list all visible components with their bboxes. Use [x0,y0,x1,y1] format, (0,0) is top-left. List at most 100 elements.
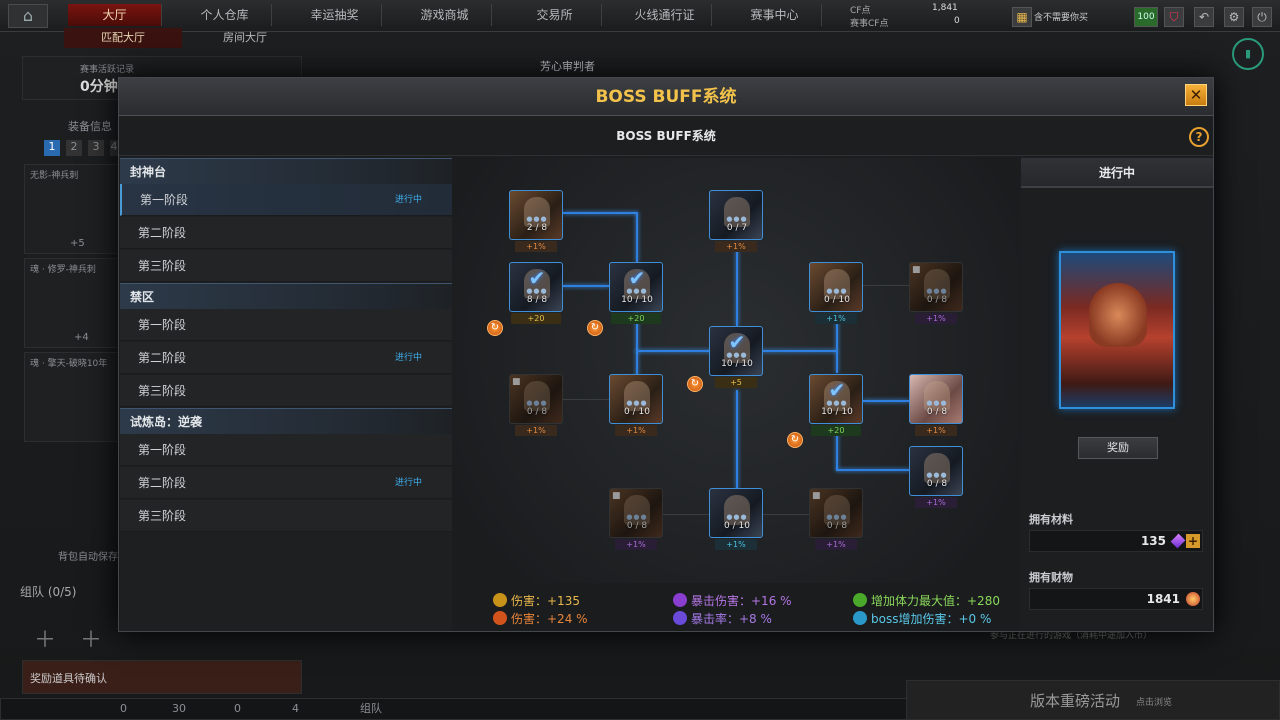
home-icon[interactable]: ⌂ [8,4,48,28]
page-3[interactable]: 3 [88,140,104,156]
buff-node[interactable]: ●●●0 / 10+1% [609,374,663,436]
stat-boss-damage-label: boss增加伤害：+0 % [871,612,992,626]
star-rating-icon: ●●● [826,399,848,407]
boss-icon [853,611,867,625]
buff-node[interactable]: ■●●●0 / 8+1% [909,262,963,324]
buff-node[interactable]: ●●●0 / 7+1% [709,190,763,252]
power-icon[interactable]: ⏻ [1252,7,1272,27]
buff-node[interactable]: ✔●●●10 / 10+20 [609,262,663,324]
buff-node[interactable]: ●●●2 / 8+1% [509,190,563,252]
auto-save-label[interactable]: 背包自动保存 [58,552,118,563]
reward-confirm-panel[interactable] [22,660,302,694]
notice-text[interactable]: 含不需要你买 [1034,13,1089,23]
boss-panel: 进行中 奖励 拥有材料 135 + 拥有财物 1841 [1021,158,1213,631]
stage-row[interactable]: 第三阶段 [120,250,452,282]
stage-status: 进行中 [394,353,422,363]
reset-icon[interactable]: ↻ [487,320,503,336]
tab-events[interactable]: 赛事中心 [728,4,822,26]
close-button[interactable]: ✕ [1185,84,1207,106]
tab-pass[interactable]: 火线通行证 [618,4,712,26]
soldier-figure [624,381,650,411]
node-portrait: ●●●0 / 10 [809,262,863,312]
reset-icon[interactable]: ↻ [587,320,603,336]
event-title: 版本重磅活动 [1030,692,1121,710]
stat-crit-damage: 暴击伤害：+16 % [673,592,792,610]
tab-lobby[interactable]: 大厅 [68,4,162,26]
stat-crit-damage-label: 暴击伤害：+16 % [691,594,792,608]
buff-node[interactable]: ●●●0 / 8+1% [909,374,963,436]
soldier-figure [824,269,850,299]
page-1[interactable]: 1 [44,140,60,156]
add-member-icon[interactable]: ＋ [80,628,103,653]
help-icon[interactable]: ? [1189,127,1209,147]
stage-status: 进行中 [394,478,422,488]
group-header: 封神台 [120,158,452,184]
level-badge: 100 [1134,7,1158,27]
page-2[interactable]: 2 [66,140,82,156]
buff-node[interactable]: ●●●0 / 10+1% [709,488,763,550]
node-bonus-tag: +1% [915,425,957,436]
gear-icon[interactable]: ⚙ [1224,7,1244,27]
buff-node[interactable]: ●●●0 / 8+1% [909,446,963,508]
add-materials-button[interactable]: + [1186,534,1200,548]
sub-tab-room[interactable]: 房间大厅 [223,31,267,44]
stage-row[interactable]: 第三阶段 [120,500,452,532]
stage-row[interactable]: 第二阶段进行中 [120,467,452,499]
add-member-icon[interactable]: ＋ [34,628,57,653]
star-rating-icon: ●●● [926,471,948,479]
stat-max-hp: 增加体力最大值：+280 [853,592,1000,610]
weapon-slot-2[interactable] [24,258,120,348]
weapon-1-plus: +5 [70,238,85,249]
sub-tab-match[interactable]: 匹配大厅 [64,28,182,48]
buff-node[interactable]: ✔●●●10 / 10+20 [809,374,863,436]
node-bonus-tag: +1% [815,313,857,324]
stat-damage-label: 伤害：+135 [511,594,580,608]
tab-mall[interactable]: 游戏商城 [398,4,492,26]
reward-confirm-text: 奖励道具待确认 [30,672,107,685]
reset-icon[interactable]: ↻ [787,432,803,448]
star-rating-icon: ●●● [826,287,848,295]
group-header: 禁区 [120,283,452,309]
buff-node[interactable]: ✔●●●10 / 10+5 [709,326,763,388]
tab-warehouse[interactable]: 个人仓库 [178,4,272,26]
reward-button[interactable]: 奖励 [1078,437,1158,459]
tree-link [836,428,838,470]
page-4[interactable]: 4 [110,140,118,156]
node-bonus-tag: +1% [715,539,757,550]
stat-damage-pct-label: 伤害：+24 % [511,612,588,626]
node-progress: 10 / 10 [821,407,853,417]
stage-label: 第二阶段 [138,351,187,365]
soldier-figure [524,381,550,411]
buff-node[interactable]: ■●●●0 / 8+1% [609,488,663,550]
buff-node[interactable]: ■●●●0 / 8+1% [809,488,863,550]
node-portrait: ●●●2 / 8 [509,190,563,240]
tree-link [636,212,638,262]
tree-link [836,313,838,373]
cf-label: CF点 [850,6,871,16]
tree-link [863,285,909,286]
boss-card-image[interactable] [1059,251,1175,409]
stage-row[interactable]: 第一阶段进行中 [120,184,452,216]
node-progress: 0 / 10 [724,521,750,531]
buff-node[interactable]: ■●●●0 / 8+1% [509,374,563,436]
signal-icon[interactable]: ▮ [1232,38,1264,70]
stage-row[interactable]: 第一阶段 [120,309,452,341]
shield-icon[interactable]: ⛉ [1164,7,1184,27]
return-icon[interactable]: ↶ [1194,7,1214,27]
top-nav-bar: ⌂ 大厅 个人仓库 幸运抽奖 游戏商城 交易所 火线通行证 赛事中心 CF点 赛… [0,0,1280,32]
star-rating-icon: ●●● [526,287,548,295]
stage-row[interactable]: 第二阶段 进行中 [120,342,452,374]
soldier-figure [624,495,650,525]
buff-node[interactable]: ✔●●●8 / 8+20 [509,262,563,324]
materials-value: 135 [1140,534,1166,548]
buff-node[interactable]: ●●●0 / 10+1% [809,262,863,324]
gift-icon[interactable]: ▦ [1012,7,1032,27]
bottom-team-button[interactable]: 组队 [360,702,382,715]
stage-row[interactable]: 第二阶段 [120,217,452,249]
reset-icon[interactable]: ↻ [687,376,703,392]
stage-row[interactable]: 第三阶段 [120,375,452,407]
tree-link [636,313,638,383]
stage-row[interactable]: 第一阶段 [120,434,452,466]
tab-exchange[interactable]: 交易所 [508,4,602,26]
tab-lottery[interactable]: 幸运抽奖 [288,4,382,26]
